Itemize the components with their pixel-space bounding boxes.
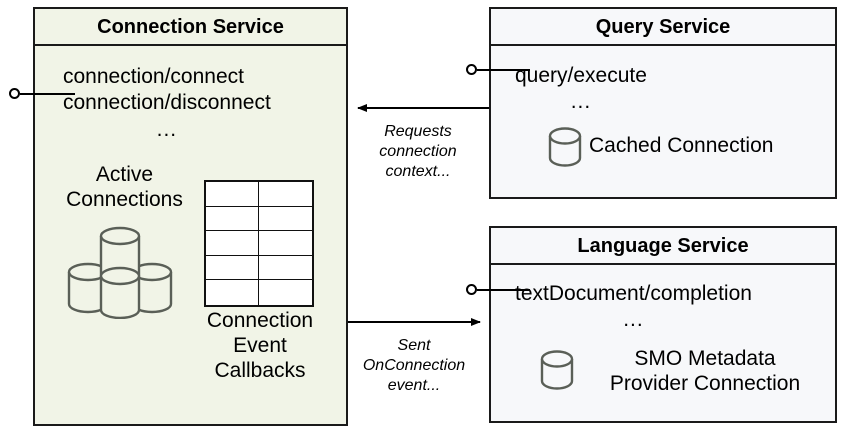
operation-connection-disconnect: connection/disconnect (63, 91, 271, 115)
artifact-label-cached-connection-line1: Cached Connection (589, 134, 774, 157)
component-title-query-service: Query Service (491, 9, 835, 46)
operation-connection-connect: connection/connect (63, 65, 244, 88)
provided-interface-ball-connection-service[interactable] (9, 88, 20, 99)
artifact-label-callbacks-line1: Connection (206, 309, 314, 332)
artifact-label-active-connections-line2: Connections (66, 187, 183, 211)
table-icon (204, 180, 314, 307)
table-cell (206, 280, 259, 305)
table-cell (206, 182, 259, 207)
artifact-label-cached-connection: Cached Connection (589, 134, 819, 159)
component-title-language-service: Language Service (491, 228, 835, 265)
operation-list-connection-service: connection/connect connection/disconnect… (63, 64, 271, 143)
artifact-label-active-connections-line1: Active (95, 163, 154, 186)
table-cell (206, 206, 259, 232)
provided-interface-ball-query-service[interactable] (466, 64, 477, 75)
connector-label-connection-to-language: Sent OnConnection event... (354, 336, 474, 396)
artifact-label-active-connections: Active Connections (47, 163, 202, 213)
operations-ellipsis-connection-service: ... (156, 117, 178, 141)
connector-label-line1: Requests (384, 123, 452, 140)
component-body-language-service: textDocument/completion ... SMO Metadata… (491, 265, 835, 421)
connector-label-line1: Sent (397, 337, 431, 354)
table-cell (259, 280, 312, 305)
provided-interface-line-connection-service (20, 93, 75, 95)
artifact-label-smo-line2: Provider Connection (609, 371, 801, 395)
artifact-label-smo-metadata-provider-connection: SMO Metadata Provider Connection (583, 347, 827, 397)
connector-label-query-to-connection: Requests connection context... (358, 122, 478, 182)
table-cell (206, 231, 259, 256)
provided-interface-line-language-service (477, 289, 530, 291)
artifact-label-callbacks-line2: Event (233, 333, 287, 357)
artifact-label-connection-event-callbacks: Connection Event Callbacks (179, 309, 341, 383)
component-body-query-service: query/execute ... Cached Connection (491, 46, 835, 197)
operations-ellipsis-query-service: ... (570, 90, 592, 114)
table-cell (259, 231, 312, 256)
multi-cylinder-icon (57, 214, 187, 320)
operation-list-query-service: query/execute ... (515, 63, 647, 116)
cylinder-icon (539, 349, 575, 391)
table-cell (206, 255, 259, 281)
operation-list-language-service: textDocument/completion ... (515, 281, 752, 334)
operations-ellipsis-language-service: ... (623, 308, 644, 332)
table-cell (259, 206, 312, 232)
operation-query-execute: query/execute (515, 64, 647, 87)
cylinder-icon (547, 126, 583, 168)
component-connection-service[interactable]: Connection Service connection/connect co… (33, 7, 348, 426)
connector-label-line2: OnConnection (362, 357, 466, 374)
artifact-label-callbacks-line3: Callbacks (214, 358, 306, 382)
component-title-connection-service: Connection Service (35, 9, 346, 46)
component-language-service[interactable]: Language Service textDocument/completion… (489, 226, 837, 423)
operation-textdocument-completion: textDocument/completion (515, 282, 752, 305)
provided-interface-ball-language-service[interactable] (466, 284, 477, 295)
connector-label-line3: context... (385, 163, 451, 180)
component-query-service[interactable]: Query Service query/execute ... Cached C… (489, 7, 837, 199)
table-cell (259, 255, 312, 281)
provided-interface-line-query-service (477, 69, 530, 71)
artifact-label-smo-line1: SMO Metadata (634, 347, 776, 370)
connector-label-line2: connection (379, 143, 457, 160)
connector-label-line3: event... (387, 377, 441, 394)
component-body-connection-service: connection/connect connection/disconnect… (35, 46, 346, 424)
table-cell (259, 182, 312, 207)
